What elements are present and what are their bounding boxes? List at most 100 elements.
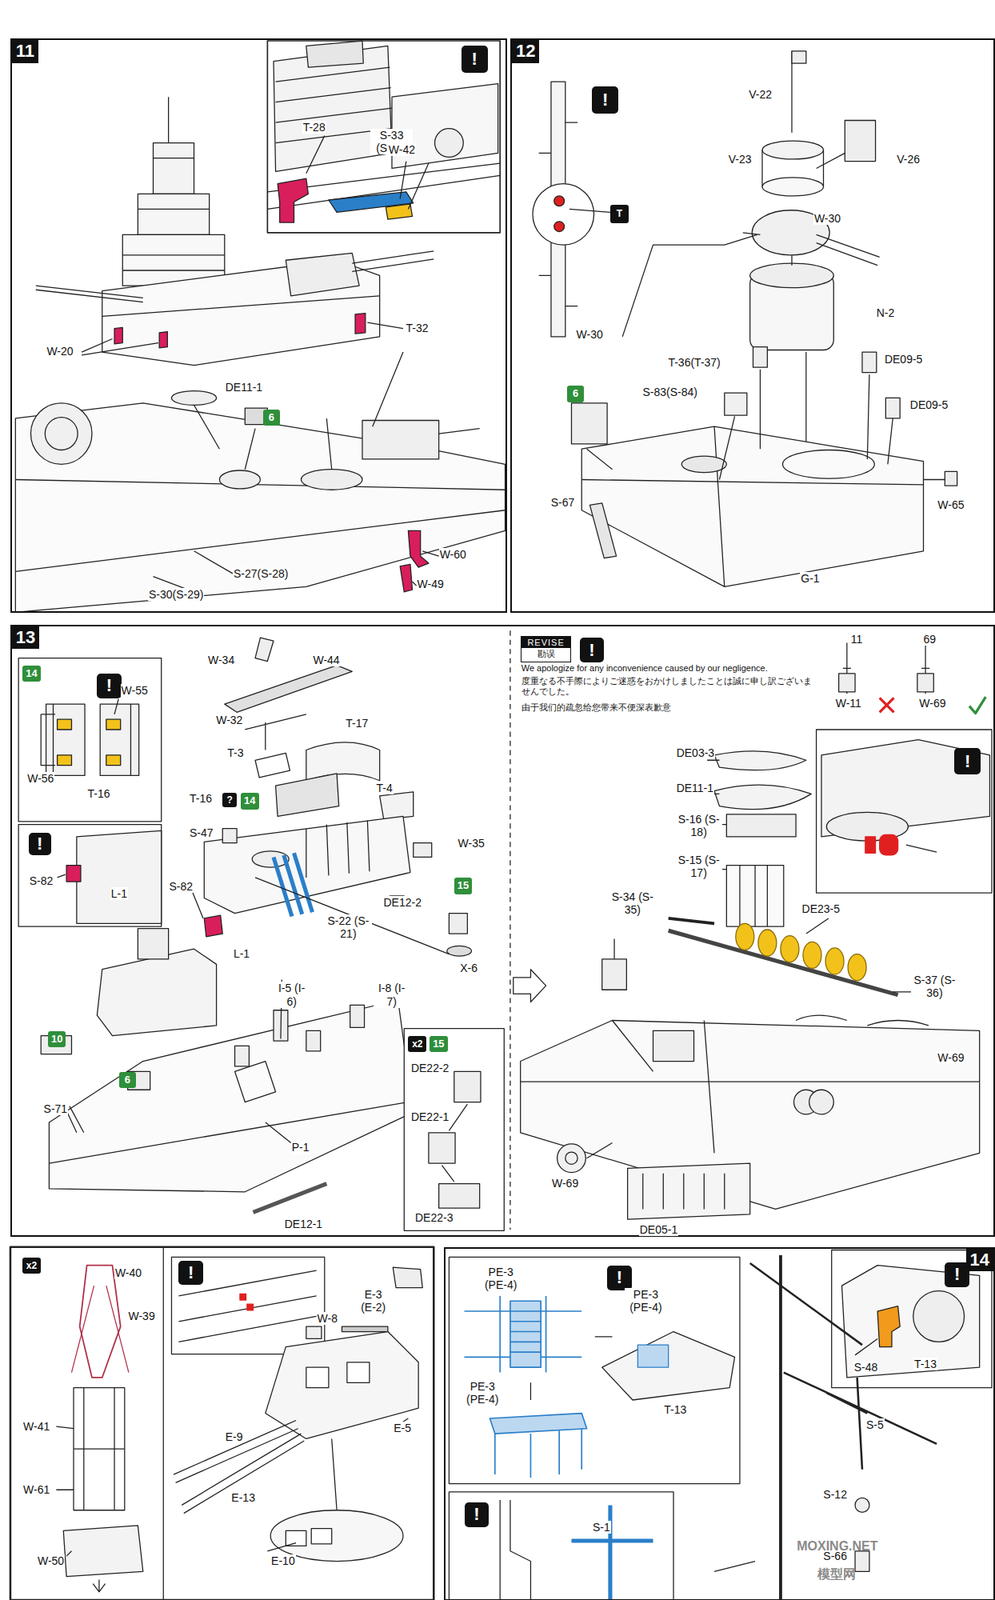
illustration-shape (877, 1306, 900, 1347)
part-label: 11 (850, 632, 864, 646)
illustration-shape (71, 1285, 128, 1372)
step-panel: 12!T6 (510, 38, 995, 612)
illustration-shape (454, 1070, 481, 1102)
step-reference-badge: 15 (454, 877, 472, 894)
badge-text: REVISE (521, 636, 572, 648)
illustration-shape (707, 759, 912, 992)
part-label: W-69 (918, 696, 947, 710)
part-label: W-20 (45, 344, 74, 358)
illustration-shape (750, 1262, 863, 1345)
illustration-shape (306, 40, 364, 68)
part-label: T-13 (663, 1402, 688, 1416)
illustration-shape (581, 426, 924, 587)
illustration-shape (841, 1265, 980, 1378)
illustration-shape (489, 1413, 587, 1435)
attention-badge: ! (591, 86, 619, 113)
part-label: DE11-1 (224, 380, 264, 394)
part-label: S-48 (853, 1360, 880, 1374)
illustration-shape (265, 1331, 419, 1439)
part-label: L-1 (110, 887, 128, 900)
badge-text: 6 (572, 387, 579, 400)
part-label: W-30 (575, 327, 604, 341)
part-label: DE12-1 (283, 1217, 324, 1231)
part-label: W-40 (114, 1266, 143, 1279)
part-label: T-28 (302, 120, 327, 134)
part-label: T-16 (86, 787, 111, 800)
illustration-shape (726, 865, 784, 928)
illustration-shape (137, 193, 209, 235)
badge-text: ! (616, 1267, 623, 1287)
part-label: S-47 (188, 826, 215, 840)
illustration-shape (791, 51, 807, 64)
illustration-shape (341, 1326, 388, 1331)
badge-text: ? (226, 795, 232, 806)
illustration-shape (399, 563, 412, 592)
illustration-shape (306, 135, 429, 210)
illustration-shape (55, 1426, 74, 1556)
attention-badge: ! (96, 673, 122, 699)
part-label: W-55 (120, 683, 149, 697)
step-number: 13 (11, 626, 40, 649)
illustration-shape (439, 428, 480, 434)
illustration-shape (267, 40, 500, 233)
part-label: E-3 (E-2) (355, 1287, 392, 1314)
illustration-shape (509, 630, 511, 1230)
part-label: V-23 (727, 152, 753, 166)
illustration-shape (724, 392, 748, 416)
illustration-shape (277, 178, 308, 223)
illustration-shape (224, 665, 352, 713)
attention-badge: ! (461, 45, 488, 72)
illustration-shape (379, 791, 414, 820)
illustration-shape (816, 729, 992, 893)
illustration-shape (30, 403, 92, 465)
step-panel: 11!6 (10, 38, 508, 612)
illustration-shape (355, 313, 366, 335)
badge-text: 14 (25, 667, 37, 680)
part-label: DE12-2 (382, 895, 422, 909)
illustration-shape (557, 1143, 587, 1173)
part-label: E-13 (230, 1490, 256, 1504)
part-label: DE09-5 (883, 352, 924, 366)
part-label: W-8 (316, 1311, 339, 1325)
illustration-shape (57, 874, 66, 878)
part-label: DE05-1 (639, 1222, 679, 1236)
badge-text: 15 (432, 1038, 444, 1050)
illustration-shape (173, 1420, 304, 1514)
illustration-shape (726, 814, 796, 837)
step-reference-badge: 14 (240, 792, 259, 809)
step-panel: 1314!!?1415106x215REVISE勘误!! (10, 624, 995, 1238)
badge-text: ! (954, 1264, 960, 1284)
illustration-shape (99, 703, 139, 776)
part-label: T-32 (405, 321, 430, 335)
part-label: W-61 (22, 1482, 51, 1496)
illustration-shape (106, 755, 121, 766)
illustration-shape (653, 1030, 695, 1061)
illustration-shape (825, 947, 844, 975)
illustration-shape (306, 1366, 329, 1388)
illustration-shape (57, 719, 72, 730)
step-panel: 14!!! (443, 1246, 995, 1600)
illustration-shape (159, 331, 168, 348)
part-label: I-8 (I-7) (373, 981, 410, 1007)
note-text: 度重なる不手際によりご迷惑をおかけしましたことは誠に申し訳ございませんでした。 (520, 675, 819, 697)
illustration-shape (81, 322, 404, 356)
part-label: E-10 (270, 1554, 296, 1567)
part-label: PE-3 (PE-4) (624, 1287, 668, 1314)
illustration-shape (779, 1254, 783, 1600)
illustration-shape (306, 1326, 322, 1339)
part-label: E-9 (224, 1430, 244, 1443)
illustration-shape (510, 1300, 541, 1367)
illustration-shape (803, 941, 822, 968)
part-label: S-15 (S-17) (675, 853, 723, 880)
illustration-shape (18, 824, 162, 928)
illustration-shape (167, 96, 169, 143)
illustration-shape (839, 673, 856, 692)
illustration-shape (627, 1162, 751, 1219)
illustration-shape (499, 1499, 531, 1600)
part-label: S-1 (591, 1520, 612, 1534)
illustration-shape (347, 1362, 370, 1383)
illustration-shape (735, 923, 755, 950)
illustration-shape (831, 1250, 992, 1388)
illustration-shape (743, 232, 880, 266)
illustration-shape (530, 1336, 612, 1400)
